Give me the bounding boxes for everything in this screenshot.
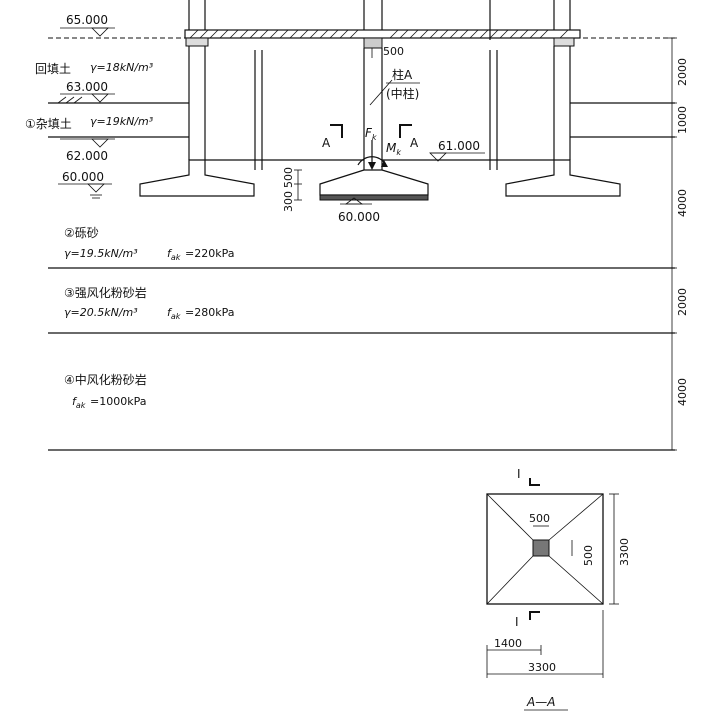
column-a-middle: (中柱) [386, 86, 419, 101]
dim-right-2: 1000 [676, 106, 689, 134]
force-label: Fk [365, 126, 377, 142]
elev-61-label: 61.000 [438, 139, 480, 153]
elevation-marker-60: 60.000 [58, 170, 112, 199]
section-I-bottom-label: I [515, 615, 519, 629]
layer4-fak-symbol: fak [72, 395, 86, 410]
middle-column-a [319, 0, 429, 201]
moment-label: Mk [386, 141, 401, 157]
plan-height: 3300 [618, 538, 631, 566]
elevation-marker-63: 63.000 [57, 80, 115, 104]
force-arrow-icon [368, 162, 376, 170]
elevation-view: 65.000 63.000 62.000 60.000 61.000 [25, 0, 689, 451]
layer2-name: ②砾砂 [64, 226, 99, 240]
dim-right-4: 2000 [676, 288, 689, 316]
column-a-label: 柱A [392, 67, 413, 82]
layer3-gamma: γ=20.5kN/m³ [64, 306, 138, 319]
slab-hatch [189, 29, 569, 39]
moment-arrow-icon [381, 160, 388, 167]
diag-4 [548, 555, 604, 605]
right-column [505, 0, 621, 197]
plan-col-h: 500 [582, 545, 595, 566]
elev-63-label: 63.000 [66, 80, 108, 94]
plan-width: 3300 [528, 661, 556, 674]
dim-right-5: 4000 [676, 378, 689, 406]
layer4-fak: =1000kPa [90, 395, 146, 408]
column-section [532, 539, 550, 557]
dim-500-left: 500 [282, 167, 295, 188]
plan-col-w: 500 [529, 512, 550, 525]
plan-caption: A—A [526, 695, 555, 709]
elev-62-label: 62.000 [66, 149, 108, 163]
backfill-label: 回填土 [35, 62, 71, 76]
layer2-gamma: γ=19.5kN/m³ [64, 247, 138, 260]
elev-65-label: 65.000 [66, 13, 108, 27]
layer2-fak: =220kPa [185, 247, 234, 260]
right-middle-column [489, 0, 498, 170]
section-mark-left: A [322, 136, 331, 150]
elevation-marker-62: 62.000 [60, 138, 115, 163]
section-I-bottom [529, 611, 540, 620]
layer3-fak-symbol: fak [167, 306, 181, 321]
elevation-marker-base: 60.000 [338, 197, 380, 224]
layer4-name: ④中风化粉砂岩 [64, 372, 147, 387]
layer3-name: ③强风化粉砂岩 [64, 285, 147, 300]
elev-base-label: 60.000 [338, 210, 380, 224]
elevation-marker-65: 65.000 [60, 13, 115, 37]
dim-right-3: 4000 [676, 189, 689, 217]
column-a-annotation: 柱A (中柱) 500 Fk Mk A A 500 300 [282, 45, 420, 212]
misc-fill-gamma: γ=19kN/m³ [90, 115, 154, 128]
diag-2 [548, 493, 604, 541]
section-cut-left [330, 124, 343, 138]
section-I-top-label: I [517, 467, 521, 481]
dim-right-1: 2000 [676, 58, 689, 86]
section-cut-right [399, 124, 412, 138]
right-dimension-chain: 2000 1000 4000 2000 4000 [667, 37, 689, 451]
plan-offset: 1400 [494, 637, 522, 650]
section-mark-right: A [410, 136, 419, 150]
layer3-fak: =280kPa [185, 306, 234, 319]
diag-1 [486, 493, 534, 541]
dim-500-column: 500 [383, 45, 404, 58]
backfill-gamma: γ=18kN/m³ [90, 61, 154, 74]
misc-fill-label: ①杂填土 [25, 117, 72, 131]
elev-60-label: 60.000 [62, 170, 104, 184]
left-column [139, 0, 255, 197]
section-I-top [529, 478, 540, 486]
plan-view-a-a: I I 500 500 3300 1400 3300 A—A [486, 467, 631, 711]
layer2-fak-symbol: fak [167, 247, 181, 262]
dim-300-left: 300 [282, 191, 295, 212]
diag-3 [486, 555, 534, 605]
elevation-marker-61: 61.000 [429, 139, 485, 162]
